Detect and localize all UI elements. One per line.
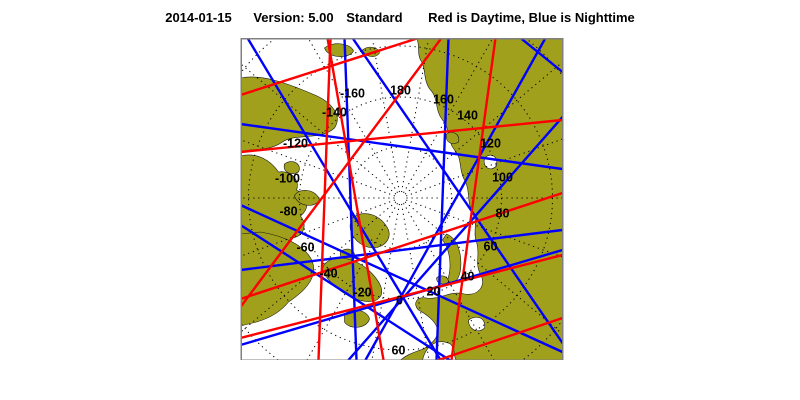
- longitude-label: 180: [390, 84, 411, 98]
- nighttime-track: [240, 203, 563, 354]
- severnaya-zemlya-island: [445, 132, 460, 144]
- daytime-track: [240, 191, 563, 301]
- nighttime-track: [519, 38, 563, 74]
- longitude-label: 20: [427, 285, 441, 299]
- longitude-label: 60: [484, 240, 498, 254]
- daytime-track: [240, 253, 563, 340]
- meridian-graticule: [404, 201, 563, 335]
- daytime-track: [240, 118, 563, 154]
- nighttime-track: [435, 38, 450, 360]
- longitude-label: 140: [457, 109, 478, 123]
- title-legend: Red is Daytime, Blue is Nighttime: [428, 10, 635, 25]
- longitude-label: -40: [319, 267, 337, 281]
- longitude-label: -120: [283, 137, 308, 151]
- daytime-track: [240, 38, 443, 309]
- plot-title: 2014-01-15 Version: 5.00 Standard Red is…: [0, 10, 800, 25]
- map-layers: 180 -160 160 -140 140 -120 120 -100 100 -80 80 -60 6…: [240, 38, 563, 360]
- meridian-graticule: [404, 61, 563, 195]
- longitude-label: -140: [322, 106, 347, 120]
- longitude-label: 40: [461, 270, 475, 284]
- title-date: 2014-01-15: [165, 10, 232, 25]
- nighttime-track: [246, 38, 442, 360]
- longitude-label: 120: [480, 137, 501, 151]
- nighttime-track: [351, 38, 563, 345]
- greenland-landmass: [240, 231, 314, 327]
- nighttime-track: [364, 38, 547, 360]
- nighttime-track: [347, 115, 563, 360]
- longitude-label: -80: [279, 205, 297, 219]
- longitude-label: 0: [396, 294, 403, 308]
- longitude-label: -100: [275, 172, 300, 186]
- white-sea: [468, 316, 486, 332]
- title-version: Version: 5.00: [253, 10, 334, 25]
- meridian-graticule: [240, 201, 397, 333]
- title-mode: Standard: [346, 10, 403, 25]
- siberia-europe-landmass: [400, 38, 563, 360]
- daytime-track: [326, 38, 385, 360]
- nighttime-track: [343, 38, 358, 360]
- longitude-label: 160: [433, 93, 454, 107]
- longitude-label: -60: [296, 241, 314, 255]
- nighttime-track: [240, 228, 563, 272]
- longitude-label: 80: [496, 207, 510, 221]
- longitude-label: -160: [340, 87, 365, 101]
- nighttime-track: [240, 122, 563, 171]
- latitude-label: 60: [392, 344, 406, 358]
- polar-map-svg: 180 -160 160 -140 140 -120 120 -100 100 -80 80 -60 6…: [240, 38, 564, 361]
- meridian-graticule: [240, 63, 397, 195]
- nighttime-track: [240, 223, 451, 360]
- polar-map-plot: 180 -160 160 -140 140 -120 120 -100 100 -80 80 -60 6…: [240, 38, 564, 361]
- daytime-track: [450, 38, 497, 360]
- daytime-track: [317, 38, 332, 360]
- longitude-label: -20: [353, 286, 371, 300]
- longitude-label: 100: [492, 171, 513, 185]
- daytime-track: [437, 316, 563, 360]
- banks-island: [283, 161, 300, 174]
